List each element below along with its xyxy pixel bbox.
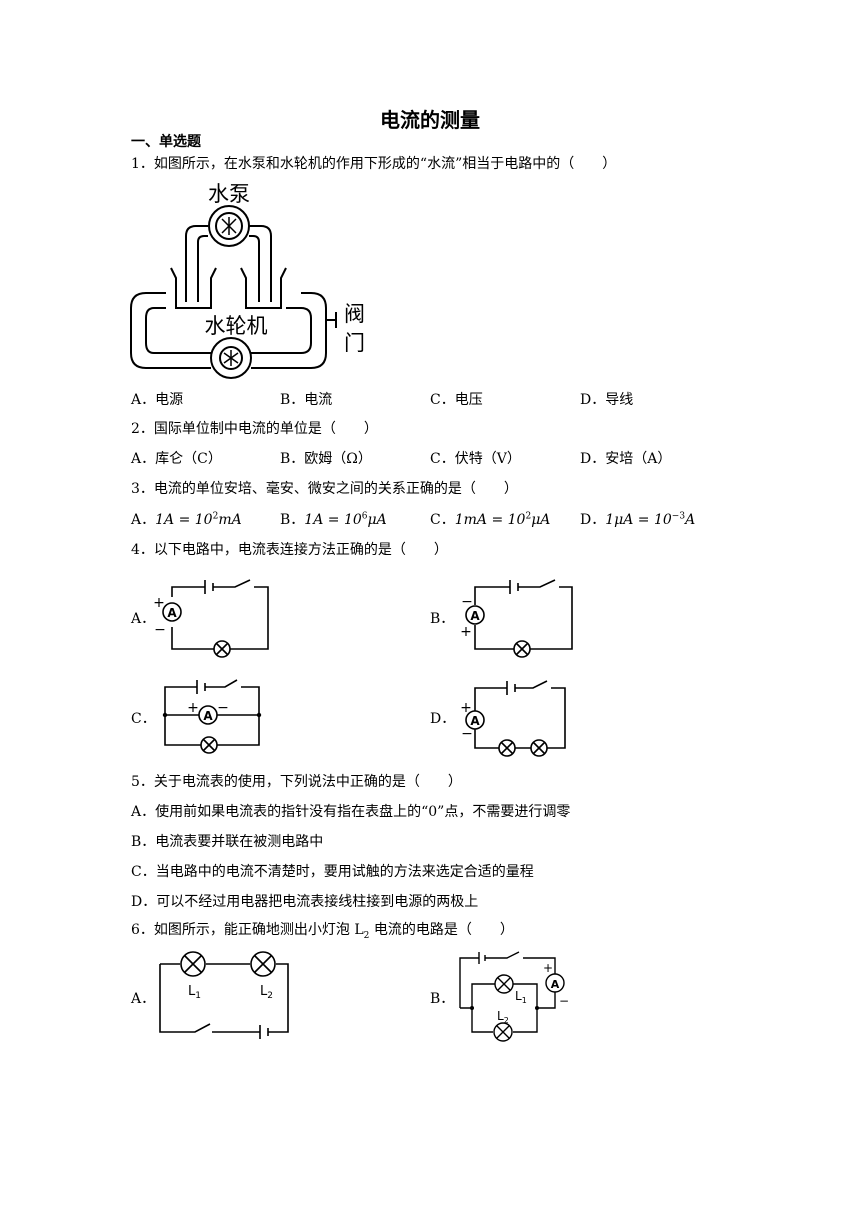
q5-option-c: C．当电路中的电流不清楚时，要用试触的方法来选定合适的量程	[131, 864, 534, 880]
lamp-l1-label: L1	[188, 984, 201, 1001]
q6-label-a: A．	[131, 991, 156, 1007]
q2-option-c: C．伏特（V）	[430, 451, 521, 467]
q5-option-d: D．可以不经过用电器把电流表接线柱接到电源的两极上	[131, 894, 479, 910]
q3-option-b: B．1A = 106μA	[280, 511, 387, 528]
q2-option-d: D．安培（A）	[580, 451, 672, 467]
q4-circuit-c: A + −	[162, 679, 262, 754]
valve-label-2: 门	[344, 331, 365, 355]
q4-circuit-a: A + −	[153, 579, 269, 658]
q4-label-a: A．	[131, 611, 156, 627]
q2-option-a: A．库仑（C）	[131, 451, 222, 467]
q1-option-c: C．电压	[430, 392, 483, 408]
q4-label-d: D．	[430, 711, 456, 727]
svg-text:−: −	[154, 622, 166, 638]
svg-text:−: −	[559, 994, 569, 1008]
svg-text:+: +	[187, 700, 199, 716]
svg-text:L2: L2	[497, 1009, 509, 1025]
question-1-stem: 1．如图所示，在水泵和水轮机的作用下形成的“水流”相当于电路中的（ ）	[131, 156, 617, 172]
water-circuit-figure: 水泵 水轮机 阀 门	[130, 182, 365, 379]
q4-label-b: B．	[430, 611, 455, 627]
q1-option-d: D．导线	[580, 392, 634, 408]
section-heading: 一、单选题	[131, 134, 201, 150]
question-6-stem: 6．如图所示，能正确地测出小灯泡 L2 电流的电路是（ ）	[131, 922, 514, 941]
svg-text:A: A	[167, 606, 177, 620]
page-title: 电流的测量	[380, 108, 480, 132]
svg-text:+: +	[460, 700, 472, 716]
svg-text:A: A	[470, 714, 480, 728]
pump-label: 水泵	[208, 182, 250, 206]
q4-circuit-d: A + −	[460, 680, 566, 757]
svg-text:A: A	[470, 609, 480, 623]
q4-label-c: C．	[131, 711, 156, 727]
lamp-l2-label: L2	[260, 984, 273, 1001]
q6-circuit-a: L1 L2	[159, 951, 289, 1039]
svg-text:A: A	[203, 709, 213, 723]
q3-option-a: A．1A = 102mA	[131, 511, 242, 528]
svg-text:L1: L1	[515, 989, 527, 1005]
q6-label-b: B．	[430, 991, 455, 1007]
question-2-stem: 2．国际单位制中电流的单位是（ ）	[131, 421, 378, 437]
q6-circuit-b: A + − L1 L2	[459, 951, 569, 1042]
q4-circuit-b: A − +	[460, 579, 573, 658]
svg-text:−: −	[461, 726, 473, 742]
q3-option-c: C．1mA = 102μA	[430, 511, 551, 528]
q5-option-a: A．使用前如果电流表的指针没有指在表盘上的“0”点，不需要进行调零	[131, 804, 571, 820]
turbine-label: 水轮机	[205, 314, 268, 338]
svg-text:−: −	[217, 700, 229, 716]
svg-text:+: +	[543, 961, 553, 975]
q1-option-a: A．电源	[131, 392, 184, 408]
question-3-stem: 3．电流的单位安培、毫安、微安之间的关系正确的是（ ）	[131, 481, 518, 497]
q3-option-d: D．1μA = 10−3A	[580, 511, 696, 528]
valve-label-1: 阀	[344, 302, 365, 326]
svg-text:+: +	[153, 595, 165, 611]
question-5-stem: 5．关于电流表的使用，下列说法中正确的是（ ）	[131, 774, 462, 790]
svg-text:−: −	[461, 594, 473, 610]
svg-text:A: A	[551, 978, 560, 991]
svg-text:+: +	[460, 624, 472, 640]
q2-option-b: B．欧姆（Ω）	[280, 451, 372, 467]
question-4-stem: 4．以下电路中，电流表连接方法正确的是（ ）	[131, 542, 448, 558]
q5-option-b: B．电流表要并联在被测电路中	[131, 834, 324, 850]
q1-option-b: B．电流	[280, 392, 333, 408]
